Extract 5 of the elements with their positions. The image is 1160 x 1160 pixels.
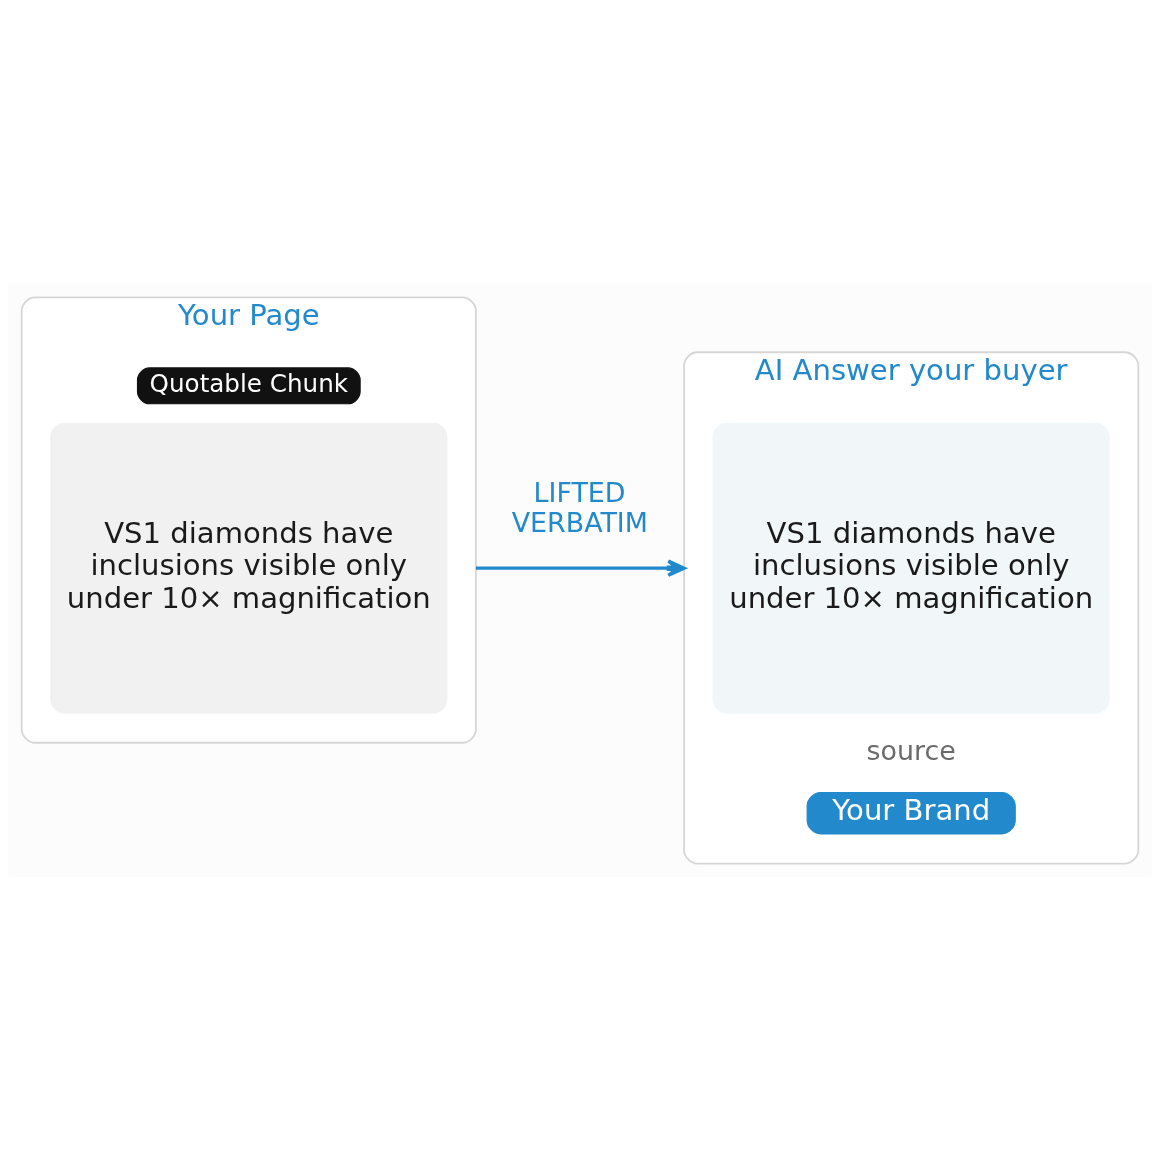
arrow — [475, 558, 686, 577]
node-box: Quotable Chunk — [136, 366, 361, 404]
edge-label: LIFTED VERBATIM — [511, 476, 648, 537]
node-box: Your Brand — [806, 791, 1016, 834]
label: source — [866, 734, 956, 766]
